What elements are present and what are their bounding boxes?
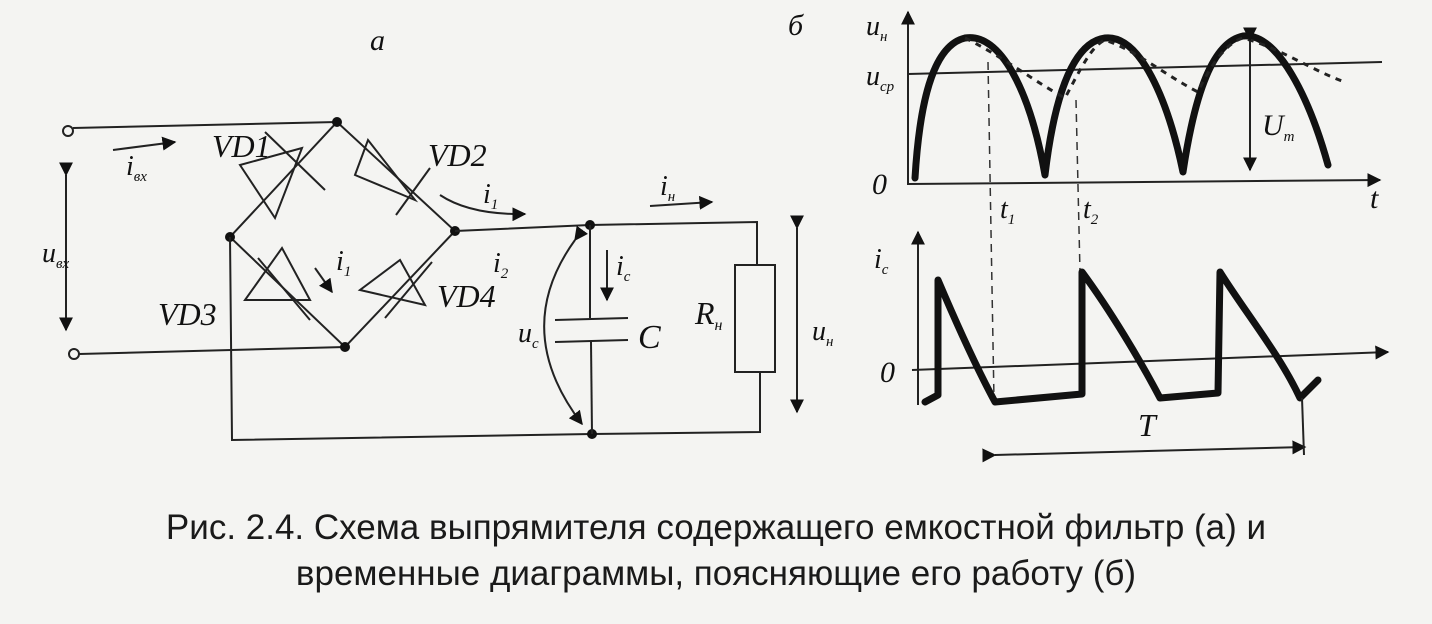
arrow-i-in (112, 136, 177, 151)
label-vd3: VD3 (158, 296, 217, 332)
circuit-diagram: uвх iвх VD1 VD2 VD3 VD4 i1 i1 i2 iн iс u… (42, 117, 833, 442)
caption-line-2: временные диаграммы, поясняющие его рабо… (295, 554, 1137, 593)
wire-output-top (454, 220, 758, 265)
label-i2: i2 (493, 248, 509, 282)
input-terminal-bottom (68, 348, 80, 360)
arrow-uc (543, 225, 589, 426)
wire-input-bottom (78, 346, 346, 355)
label-in: iн (660, 171, 675, 205)
label-ic-axis: iс (874, 244, 889, 278)
label-zero-top: 0 (872, 168, 887, 201)
arrow-i1-bottom (314, 267, 333, 294)
input-terminal-top (62, 125, 74, 137)
diode-vd1-symbol (238, 131, 326, 221)
label-ucp: uср (866, 61, 895, 95)
capacitor-symbol (554, 225, 629, 435)
label-vd2: VD2 (428, 137, 487, 173)
arrow-period (982, 440, 1307, 463)
node-bridge-top (332, 117, 342, 127)
diode-vd2-symbol (353, 137, 431, 216)
panel-label-a: а (370, 24, 385, 57)
guide-t2 (1075, 99, 1081, 273)
diode-vd3-symbol (243, 246, 312, 321)
label-uc: uс (518, 318, 539, 352)
guide-period-right (1301, 397, 1305, 456)
label-period: T (1138, 407, 1158, 443)
label-t2: t2 (1083, 194, 1099, 228)
label-ic: iс (616, 251, 631, 285)
label-i-in: iвх (126, 151, 147, 185)
figure-caption: Рис. 2.4. Схема выпрямителя содержащего … (0, 505, 1432, 597)
node-bridge-bottom (340, 342, 350, 352)
label-c: C (638, 319, 661, 356)
timing-diagrams: uн uср Um 0 t t1 t2 iс 0 T (866, 10, 1390, 463)
label-zero-bottom: 0 (880, 356, 895, 389)
wire-input-top (72, 121, 338, 129)
label-u-in: uвх (42, 238, 70, 272)
label-vd1: VD1 (212, 128, 271, 164)
axis-t-top (907, 173, 1382, 188)
panel-label-b: б (788, 9, 804, 42)
caption-line-1: Рис. 2.4. Схема выпрямителя содержащего … (165, 508, 1267, 547)
label-i1-top: i1 (483, 179, 498, 213)
guide-t1 (987, 61, 995, 401)
axis-t-bottom (911, 345, 1390, 371)
label-un: uн (812, 316, 833, 350)
label-vd4: VD4 (437, 278, 496, 314)
diode-vd4-symbol (357, 258, 433, 319)
wave-rectified (911, 32, 1332, 182)
arrow-i1-top (439, 194, 527, 222)
label-i1-bottom: i1 (336, 246, 351, 280)
arrow-in (649, 195, 714, 210)
wave-capacitor-voltage (964, 36, 1346, 101)
label-um: Um (1262, 109, 1295, 145)
label-t-axis: t (1370, 182, 1379, 215)
wave-capacitor-current (921, 268, 1322, 406)
resistor-rn-symbol (734, 264, 776, 373)
label-un-axis: uн (866, 11, 887, 45)
label-t1: t1 (1000, 194, 1015, 228)
label-rn: Rн (694, 295, 723, 334)
